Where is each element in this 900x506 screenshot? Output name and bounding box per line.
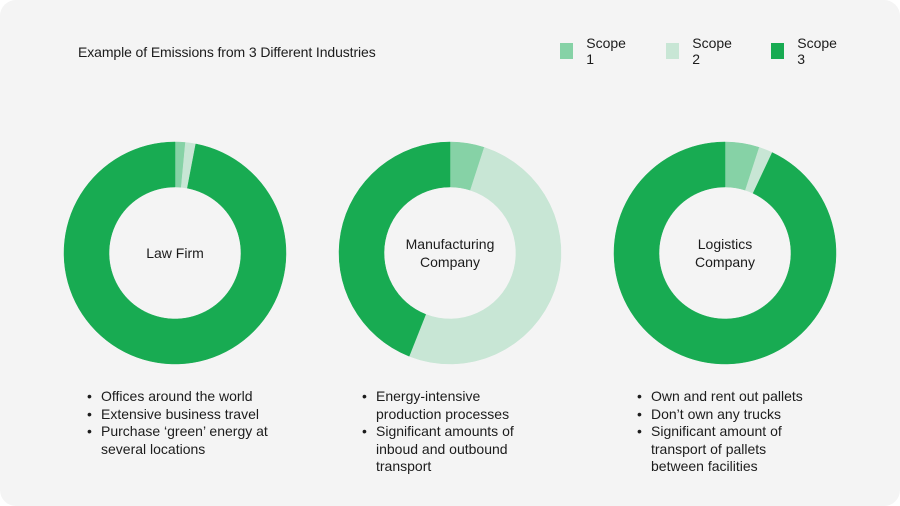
donut-svg (63, 141, 287, 365)
bullet-item: Extensive business travel (87, 406, 287, 424)
donut-law-firm: Law Firm (63, 141, 287, 365)
scope-3-swatch-icon (771, 43, 785, 59)
legend-item-scope-3: Scope 3 (771, 35, 840, 67)
scope-2-swatch-icon (666, 43, 680, 59)
legend-item-scope-1: Scope 1 (560, 35, 629, 67)
donut-segment-scope-3 (338, 141, 451, 357)
donut-segment-scope-3 (613, 141, 837, 365)
bullet-item: Significant amounts of inboud and outbou… (362, 423, 546, 476)
legend-label: Scope 3 (797, 35, 837, 67)
donut-svg (613, 141, 837, 365)
bullet-item: Offices around the world (87, 388, 287, 406)
bullet-item: Energy-intensive production processes (362, 388, 526, 423)
donut-svg (338, 141, 562, 365)
bullet-item: Significant amount of transport of palle… (637, 423, 811, 476)
legend-label: Scope 2 (692, 35, 732, 67)
donut-segment-scope-3 (63, 141, 287, 365)
bullet-item: Purchase ‘green’ energy at several locat… (87, 423, 271, 458)
chart-title: Example of Emissions from 3 Different In… (78, 44, 376, 60)
manufacturing-bullets: Energy-intensive production processes Si… (362, 388, 552, 476)
donut-segment-scope-2 (408, 147, 562, 365)
legend-label: Scope 1 (586, 35, 626, 67)
law-firm-bullets: Offices around the world Extensive busin… (87, 388, 287, 458)
bullet-item: Don’t own any trucks (637, 406, 837, 424)
donut-manufacturing-company: Manufacturing Company (338, 141, 562, 365)
bullet-item: Own and rent out pallets (637, 388, 837, 406)
donut-center-label: Manufacturing Company (405, 236, 495, 270)
logistics-bullets: Own and rent out pallets Don’t own any t… (637, 388, 837, 476)
legend-item-scope-2: Scope 2 (666, 35, 735, 67)
donut-center-label: Law Firm (146, 245, 204, 261)
scope-1-swatch-icon (560, 43, 574, 59)
donut-center-label: Logistics Company (695, 236, 755, 270)
donut-logistics-company: Logistics Company (613, 141, 837, 365)
